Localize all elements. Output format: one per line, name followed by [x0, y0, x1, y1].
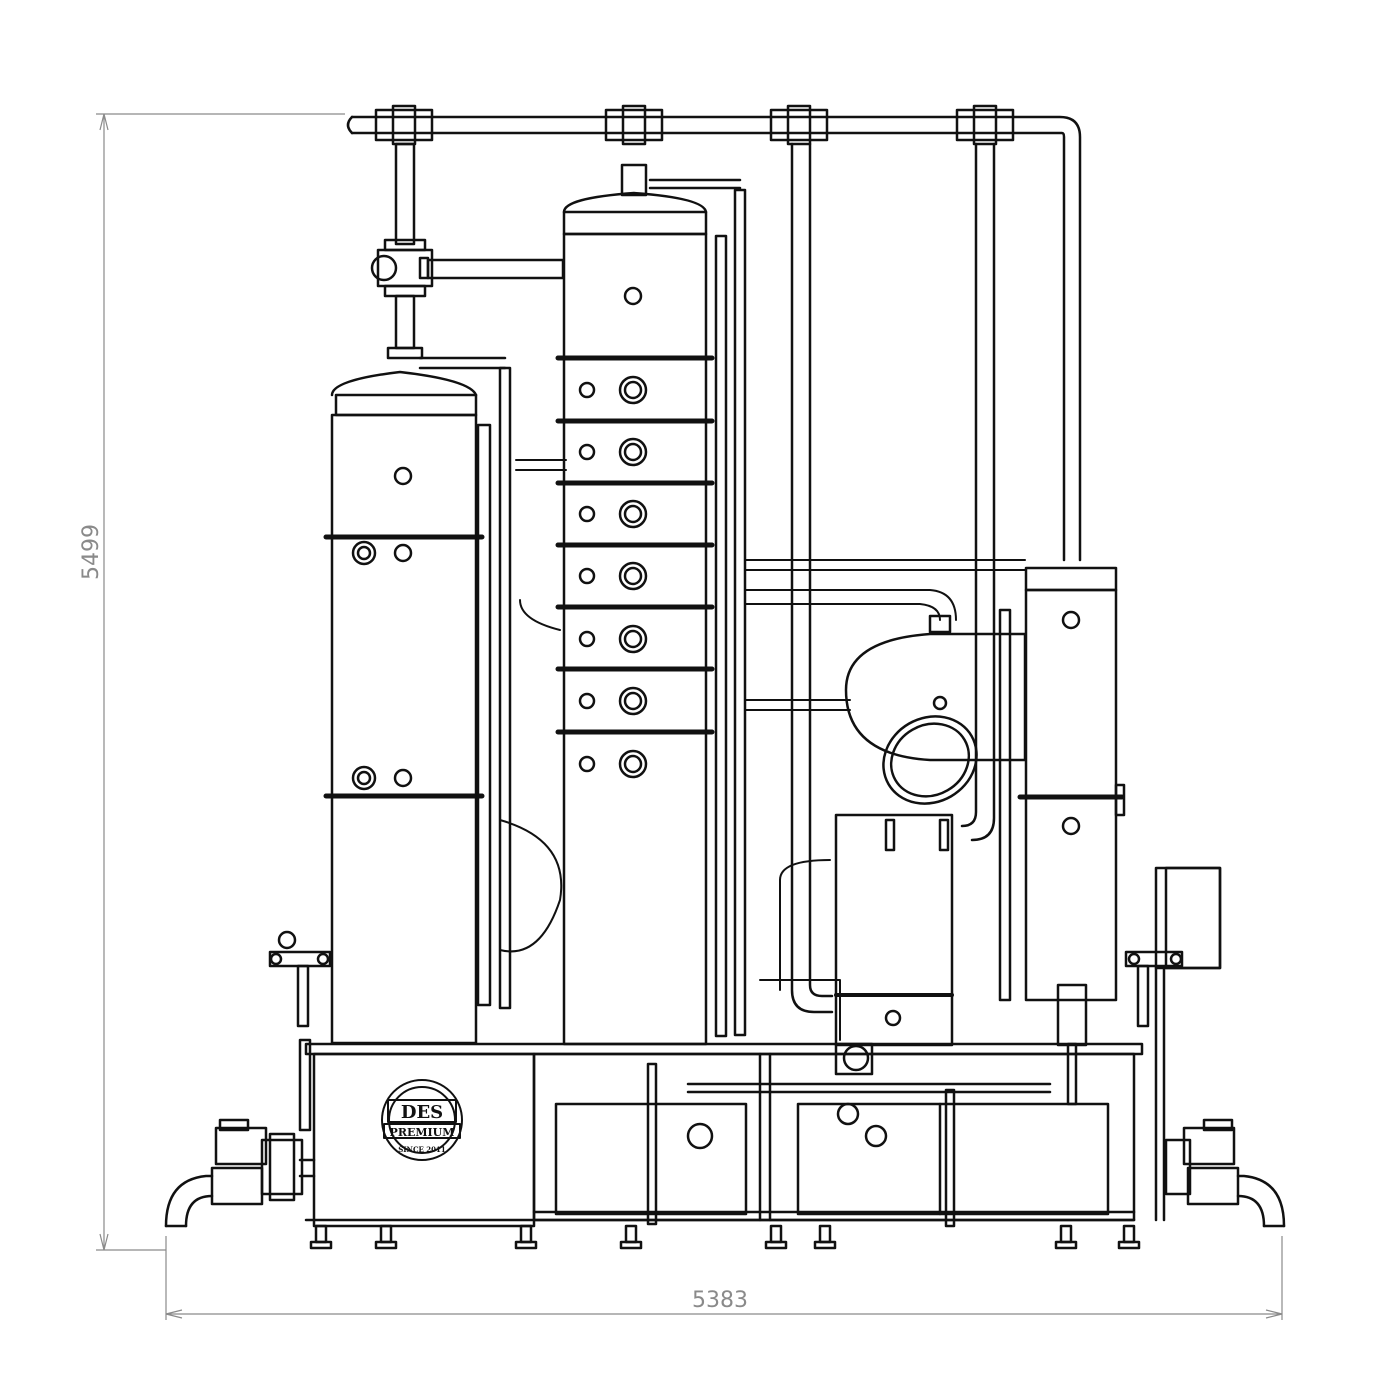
logo-since: SINCE 2011 — [398, 1145, 446, 1154]
left-gauge-assembly — [268, 930, 332, 1132]
logo-subtitle: PREMIUM — [390, 1126, 455, 1139]
left-column — [323, 356, 512, 1045]
base-frame — [304, 983, 1144, 1228]
top-header-pipe — [346, 104, 1082, 562]
right-column — [998, 566, 1126, 1002]
right-inlet-valves — [1164, 1118, 1286, 1228]
center-column — [555, 163, 747, 1046]
height-dimension-label: 5499 — [79, 524, 104, 580]
drop-pipes — [790, 142, 996, 1014]
horizontal-tank — [844, 614, 1027, 805]
left-vapor-pipe — [370, 142, 565, 360]
collector-tank — [834, 813, 954, 1047]
right-gauge-assembly — [1124, 950, 1184, 1028]
logo-brand: DES — [401, 1102, 443, 1123]
support-feet — [309, 1224, 1141, 1250]
control-box — [1154, 866, 1222, 1222]
left-inlet-valves — [164, 1118, 316, 1228]
logo-emblem — [381, 1079, 463, 1161]
width-dimension-label: 5383 — [692, 1288, 748, 1313]
